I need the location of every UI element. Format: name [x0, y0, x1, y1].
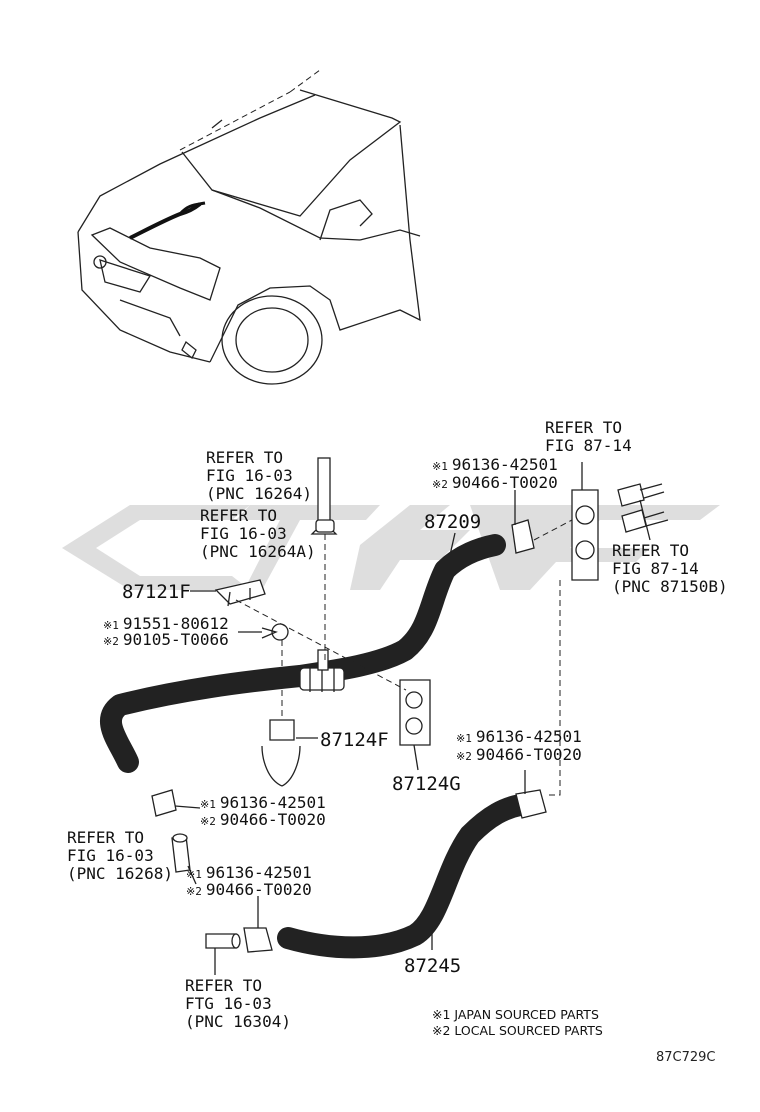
ref-top-left-2: FIG 16-03: [206, 466, 293, 485]
value-2: 90466-T0020: [206, 880, 312, 899]
ref-top-right-1: REFER TO: [545, 418, 622, 437]
ref-bottom-1: REFER TO: [185, 976, 262, 995]
value-2: 90466-T0020: [452, 473, 558, 492]
component-shapes: [151, 457, 669, 953]
value-1: 96136-42501: [206, 863, 312, 882]
pair-clamp-low: ※1 96136-42501 ※2 90466-T0020: [186, 863, 312, 899]
part-87209: 87209: [424, 511, 481, 533]
ref-top-left-1: REFER TO: [206, 448, 283, 467]
value-2: 90105-T0066: [123, 630, 229, 649]
marker-1: ※1: [103, 619, 119, 632]
value-2: 90466-T0020: [220, 810, 326, 829]
value-2: 90466-T0020: [476, 745, 582, 764]
pair-bolt: ※1 91551-80612 ※2 90105-T0066: [103, 614, 229, 649]
pair-clamp-left: ※1 96136-42501 ※2 90466-T0020: [200, 793, 326, 829]
ref-mid-left-2: FIG 16-03: [200, 524, 287, 543]
legend-local: ※2 LOCAL SOURCED PARTS: [432, 1023, 603, 1038]
marker-2: ※2: [432, 478, 448, 491]
marker-2: ※2: [103, 635, 119, 648]
ref-left-low-2: FIG 16-03: [67, 846, 154, 865]
leader-lines: [174, 462, 651, 975]
part-87124g: 87124G: [392, 773, 461, 795]
ref-left-low-1: REFER TO: [67, 828, 144, 847]
marker-2: ※2: [186, 885, 202, 898]
ref-top-right-2: FIG 87-14: [545, 436, 632, 455]
ref-bottom-2: FTG 16-03: [185, 994, 272, 1013]
part-87245: 87245: [404, 955, 461, 977]
ref-right-2: FIG 87-14: [612, 559, 699, 578]
pair-clamp-right: ※1 96136-42501 ※2 90466-T0020: [456, 727, 582, 764]
marker-1: ※1: [186, 868, 202, 881]
marker-1: ※1: [456, 732, 472, 745]
ref-bottom-3: (PNC 16304): [185, 1012, 291, 1031]
marker-1: ※1: [200, 798, 216, 811]
ref-mid-left-3: (PNC 16264A): [200, 542, 316, 561]
watermark-logo: [62, 505, 720, 590]
marker-1: ※1: [432, 460, 448, 473]
part-87121f: 87121F: [122, 581, 191, 603]
value-1: 96136-42501: [476, 727, 582, 746]
marker-2: ※2: [200, 815, 216, 828]
part-87124f: 87124F: [320, 729, 389, 751]
ref-mid-left-1: REFER TO: [200, 506, 277, 525]
legend-japan: ※1 JAPAN SOURCED PARTS: [432, 1007, 599, 1022]
marker-2: ※2: [456, 750, 472, 763]
car-illustration: [77, 69, 421, 385]
ref-right-1: REFER TO: [612, 541, 689, 560]
value-1: 96136-42501: [452, 455, 558, 474]
ref-left-low-3: (PNC 16268): [67, 864, 173, 883]
hose-87245: [277, 794, 531, 959]
diagram-code: 87C729C: [656, 1050, 716, 1065]
pair-clamp-top: ※1 96136-42501 ※2 90466-T0020: [432, 455, 558, 492]
ref-right-3: (PNC 87150B): [612, 577, 728, 596]
value-1: 96136-42501: [220, 793, 326, 812]
value-1: 91551-80612: [123, 614, 229, 633]
ref-top-left-3: (PNC 16264): [206, 484, 312, 503]
